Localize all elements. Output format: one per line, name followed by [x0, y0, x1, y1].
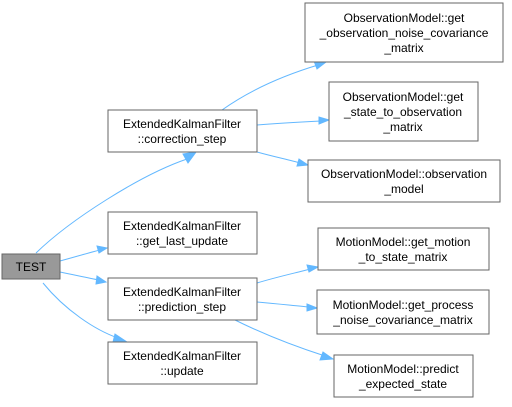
edge-prediction-to-mm-process — [256, 301, 310, 308]
node-label-line-3: _matrix — [383, 41, 423, 55]
node-label: TEST — [16, 260, 47, 274]
edge-arrowhead — [306, 264, 320, 273]
edge-test-to-get-last-update — [59, 249, 101, 262]
edge-correction-to-om-state — [256, 120, 322, 126]
node-label-line-1: ExtendedKalmanFilter — [123, 285, 241, 299]
node-label-line-2: ::update — [160, 364, 204, 378]
node-mm-get-process-noise-covariance-matrix[interactable]: MotionModel::get_process _noise_covarian… — [316, 289, 490, 335]
node-ekf-update[interactable]: ExtendedKalmanFilter ::update — [107, 341, 258, 385]
node-label-line-2: ::get_last_update — [136, 234, 228, 248]
node-label-line-1: ObservationModel::get — [344, 11, 465, 25]
node-ekf-correction-step[interactable]: ExtendedKalmanFilter ::correction_step — [107, 109, 258, 153]
edge-test-to-update — [42, 282, 119, 339]
edge-arrowhead — [112, 333, 129, 343]
node-label-line-2: _expected_state — [358, 377, 447, 391]
edge-arrowhead — [319, 351, 335, 361]
node-label-line-1: ObservationModel::observation — [321, 167, 487, 181]
node-label-line-1: MotionModel::get_process — [333, 298, 474, 312]
node-label-line-2: ::prediction_step — [138, 300, 226, 314]
node-ekf-prediction-step[interactable]: ExtendedKalmanFilter ::prediction_step — [107, 277, 258, 321]
nodes: TEST ExtendedKalmanFilter ::correction_s… — [1, 2, 504, 398]
edge-arrowhead — [296, 158, 310, 167]
node-label-line-2: _noise_covariance_matrix — [332, 313, 472, 327]
node-label-line-3: _matrix — [382, 120, 422, 134]
edge-arrowhead — [318, 116, 331, 125]
node-label-line-1: ExtendedKalmanFilter — [123, 117, 241, 131]
node-test[interactable]: TEST — [1, 253, 61, 280]
edges — [35, 60, 335, 361]
edge-arrowhead — [182, 151, 198, 164]
node-om-get-state-to-observation-matrix[interactable]: ObservationModel::get _state_to_observat… — [328, 81, 479, 142]
edge-arrowhead — [95, 275, 108, 285]
node-label-line-1: MotionModel::get_motion — [336, 235, 471, 249]
edge-correction-to-om-model — [256, 151, 301, 164]
node-mm-get-motion-to-state-matrix[interactable]: MotionModel::get_motion _to_state_matrix — [317, 227, 490, 271]
node-label-line-1: MotionModel::predict — [347, 362, 459, 376]
node-label-line-2: _state_to_observation — [343, 105, 462, 119]
node-mm-predict-expected-state[interactable]: MotionModel::predict _expected_state — [333, 354, 474, 398]
edge-prediction-to-mm-motion — [256, 268, 311, 284]
node-label-line-2: ::correction_step — [138, 132, 227, 146]
node-om-get-observation-noise-covariance-matrix[interactable]: ObservationModel::get _observation_noise… — [304, 2, 504, 63]
node-label-line-1: ExtendedKalmanFilter — [123, 219, 241, 233]
edge-arrowhead — [96, 245, 109, 254]
edge-prediction-to-mm-predict — [232, 318, 326, 357]
node-label-line-2: _to_state_matrix — [358, 250, 448, 264]
edge-correction-to-om-noise — [221, 64, 319, 111]
edge-test-to-prediction-step — [59, 271, 100, 281]
node-label-line-2: _model — [383, 182, 423, 196]
edge-arrowhead — [306, 303, 319, 312]
edge-test-to-correction-step — [35, 158, 188, 254]
node-label-line-1: ObservationModel::get — [343, 90, 464, 104]
node-ekf-get-last-update[interactable]: ExtendedKalmanFilter ::get_last_update — [107, 211, 258, 255]
node-label-line-1: ExtendedKalmanFilter — [123, 349, 241, 363]
node-om-observation-model[interactable]: ObservationModel::observation _model — [307, 159, 501, 203]
node-label-line-2: _observation_noise_covariance — [319, 26, 489, 40]
